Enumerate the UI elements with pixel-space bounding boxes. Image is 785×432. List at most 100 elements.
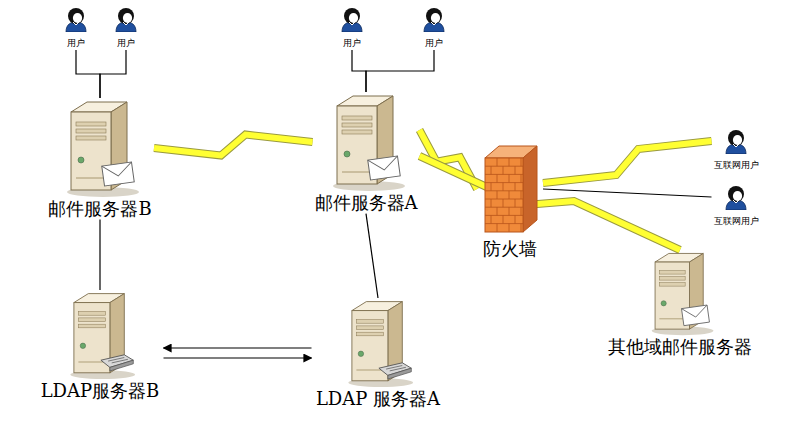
envelope	[368, 156, 400, 180]
drive-bay	[78, 324, 105, 328]
connector-group	[100, 220, 101, 290]
user-hair	[728, 186, 744, 202]
user-icon	[113, 6, 139, 32]
user-hair	[728, 130, 744, 146]
link-line	[99, 220, 100, 290]
network-device-side	[110, 360, 133, 371]
brick-line	[521, 158, 522, 166]
connector-group	[420, 156, 681, 250]
connector-group	[543, 189, 712, 197]
link-line	[543, 189, 712, 197]
user-icon	[723, 128, 749, 154]
connector-group	[164, 348, 312, 349]
server-node: 邮件服务器A	[313, 92, 420, 214]
drive-bay	[78, 318, 105, 322]
brick-line	[515, 199, 516, 207]
node-label: 用户	[425, 38, 443, 49]
drive-bay	[356, 332, 383, 336]
node-label: 互联网用户	[714, 160, 759, 171]
server-node: LDAP 服务器A	[314, 298, 443, 410]
user-hair	[68, 8, 84, 24]
brick-line	[503, 215, 504, 223]
user-hair	[426, 8, 442, 24]
link-line	[352, 50, 366, 92]
connector-group	[154, 135, 313, 156]
brick-line	[503, 166, 504, 174]
envelope	[682, 305, 710, 326]
user-collar	[123, 22, 129, 25]
node-label: LDAP服务器B	[41, 380, 160, 402]
lightning-link	[154, 135, 313, 156]
link-line	[76, 50, 100, 98]
user-face	[349, 13, 358, 23]
front-line	[659, 318, 685, 319]
envelope-flap	[368, 156, 399, 172]
power-button	[344, 151, 350, 157]
drive-bay	[356, 326, 383, 330]
user-icon	[63, 6, 89, 32]
mail-icon	[323, 92, 409, 192]
user-icon	[723, 184, 749, 210]
connector-group	[164, 358, 312, 359]
front-line	[78, 362, 105, 363]
link-line	[100, 50, 126, 98]
brick-line	[509, 158, 510, 166]
envelope	[102, 162, 134, 186]
server-node: 其他域邮件服务器	[606, 250, 754, 358]
user-node: 用户	[61, 6, 91, 50]
link-line	[366, 214, 378, 298]
brick-line	[491, 183, 492, 191]
drive-bay	[76, 136, 106, 140]
ldap-icon	[338, 298, 418, 388]
mail-icon	[640, 250, 720, 336]
firewall-node: 防火墙	[477, 140, 543, 260]
brick-line	[509, 207, 510, 215]
brick-line	[515, 183, 516, 191]
user-icon	[339, 6, 365, 32]
brick-line	[515, 215, 516, 223]
node-label: 用户	[117, 38, 135, 49]
front-line	[356, 370, 383, 371]
node-label: 其他域邮件服务器	[608, 336, 752, 358]
user-collar	[349, 22, 355, 25]
brick-line	[497, 158, 498, 166]
user-hair	[344, 8, 360, 24]
power-button	[358, 351, 363, 356]
power-button	[661, 301, 666, 306]
user-collar	[733, 144, 739, 147]
bolt-outline	[543, 141, 712, 183]
drive-bay	[76, 122, 106, 126]
node-label: LDAP 服务器A	[316, 388, 440, 410]
sync-arrow	[164, 347, 312, 348]
device-slot	[390, 367, 406, 371]
user-node: 用户	[111, 6, 141, 50]
brick-line	[491, 199, 492, 207]
connector-group	[352, 50, 366, 92]
brick-line	[491, 215, 492, 223]
brick-line	[491, 166, 492, 174]
connector-group	[366, 214, 378, 298]
brick-line	[485, 207, 523, 208]
connector-group	[366, 50, 434, 92]
user-node: 用户	[419, 6, 449, 50]
drive-bay	[659, 283, 685, 286]
wall-side	[523, 146, 537, 232]
user-face	[73, 13, 82, 23]
user-node: 用户	[337, 6, 367, 50]
wall-icon	[479, 140, 541, 238]
server-node: 邮件服务器B	[46, 98, 154, 220]
network-device-side	[388, 368, 411, 379]
bolt-outline	[154, 135, 313, 156]
brick-line	[497, 174, 498, 182]
lightning-link	[543, 141, 712, 183]
drive-bay	[78, 312, 105, 316]
node-label: 防火墙	[483, 238, 537, 260]
brick-line	[521, 174, 522, 182]
brick-line	[521, 191, 522, 199]
envelope-flap	[682, 305, 709, 319]
user-face	[733, 135, 742, 145]
node-label: 用户	[67, 38, 85, 49]
brick-line	[485, 223, 523, 224]
front-line	[342, 172, 372, 173]
user-node: 互联网用户	[712, 184, 761, 228]
